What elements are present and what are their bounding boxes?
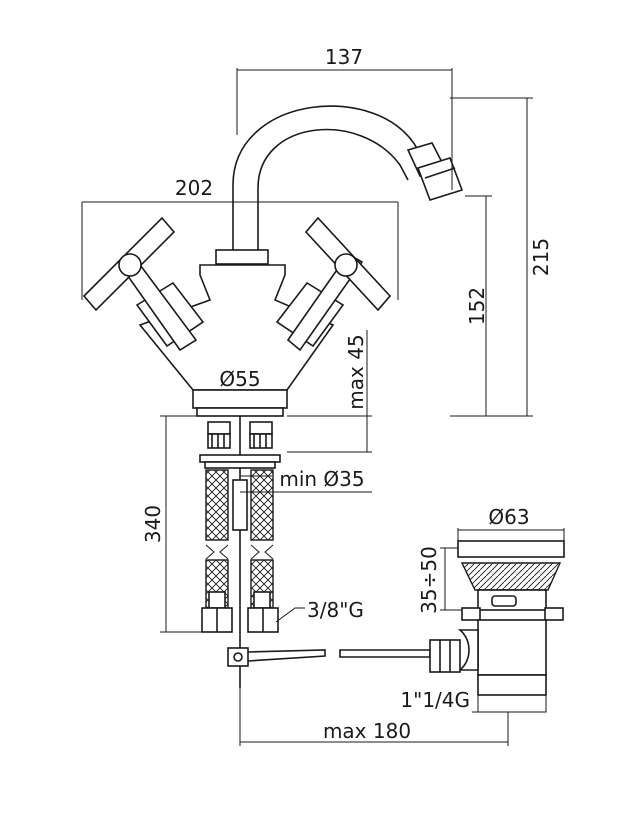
- label-base-diameter: Ø55: [219, 367, 260, 391]
- popup-linkage-clamp: [227, 647, 249, 667]
- dimension-lines: [81, 68, 565, 746]
- waste-side-port: [457, 629, 479, 671]
- waste-rod-nut: [429, 639, 461, 673]
- mixer-body: [82, 105, 464, 417]
- waste-body: [477, 619, 547, 676]
- right-hose-end-nut: [247, 591, 279, 633]
- spout: [232, 105, 427, 250]
- right-hose-top-connector: [249, 421, 273, 449]
- fixing-nut: [204, 461, 276, 469]
- label-hose-length: 340: [141, 505, 165, 543]
- base-plate: [196, 407, 284, 417]
- label-handle-span: 202: [175, 176, 213, 200]
- waste-nut-left: [461, 607, 481, 621]
- left-cross-handle: [82, 216, 205, 352]
- under-deck-fittings: [199, 416, 431, 688]
- label-spout-reach: 137: [325, 45, 363, 69]
- waste-plug-cap: [457, 540, 565, 558]
- left-braided-hose-upper: [205, 469, 229, 541]
- left-hose-end-nut: [201, 591, 233, 633]
- label-rod-reach: max 180: [323, 719, 411, 743]
- dimension-labels: 137 202 215 152 max 45 Ø55 min Ø35 340 3…: [141, 45, 553, 743]
- spout-nozzle: [406, 142, 464, 201]
- spout-collar: [215, 249, 269, 265]
- base-ring: [192, 389, 288, 409]
- label-hole-diameter: min Ø35: [279, 467, 364, 491]
- clamp-screw: [233, 652, 243, 662]
- right-cross-handle: [275, 216, 392, 352]
- label-hose-thread: 3/8"G: [307, 598, 364, 622]
- waste-tail: [477, 674, 547, 696]
- label-overall-height: 215: [529, 238, 553, 276]
- label-plug-lift: 35÷50: [417, 546, 441, 614]
- waste-nut-right: [544, 607, 564, 621]
- popup-rod-left: [247, 649, 326, 662]
- popup-rod-right: [339, 649, 431, 658]
- fixing-washer: [199, 454, 281, 463]
- popup-rod-guide: [232, 479, 248, 531]
- waste-flange: [460, 562, 562, 591]
- popup-waste: [429, 540, 565, 696]
- label-spout-height: 152: [465, 287, 489, 325]
- label-max-deck: max 45: [344, 334, 368, 409]
- label-waste-thread: 1"1/4G: [400, 688, 470, 712]
- waste-slot: [491, 595, 517, 607]
- left-hose-top-connector: [207, 421, 231, 449]
- right-braided-hose-upper: [250, 469, 274, 541]
- label-waste-diameter: Ø63: [488, 505, 529, 529]
- hose-break-marks: [205, 544, 274, 560]
